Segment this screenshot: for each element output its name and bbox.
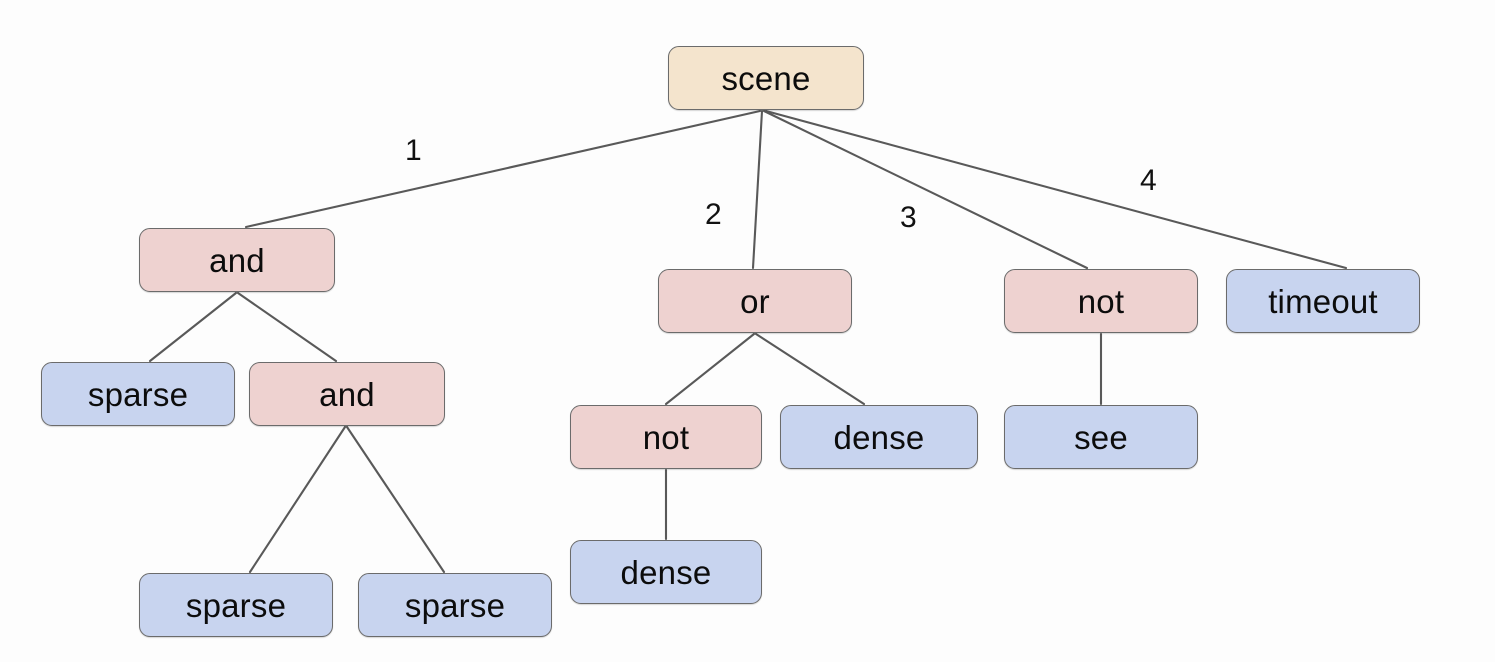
tree-node-sparse3[interactable]: sparse	[358, 573, 552, 637]
tree-node-dense2[interactable]: dense	[570, 540, 762, 604]
tree-edge	[762, 109, 1089, 270]
tree-node-dense1[interactable]: dense	[780, 405, 978, 469]
tree-node-and2[interactable]: and	[249, 362, 445, 426]
tree-edge	[764, 109, 1348, 270]
tree-node-scene[interactable]: scene	[668, 46, 864, 110]
tree-edge	[754, 332, 866, 406]
tree-edge	[751, 109, 764, 270]
tree-edge	[244, 109, 762, 229]
tree-edge	[236, 291, 338, 363]
tree-node-or1[interactable]: or	[658, 269, 852, 333]
tree-node-not2[interactable]: not	[570, 405, 762, 469]
edge-label-2: 2	[705, 198, 722, 231]
tree-edge	[345, 425, 446, 574]
tree-node-and1[interactable]: and	[139, 228, 335, 292]
edge-label-1: 1	[405, 134, 422, 167]
tree-node-see[interactable]: see	[1004, 405, 1198, 469]
tree-node-sparse2[interactable]: sparse	[139, 573, 333, 637]
edge-label-4: 4	[1140, 164, 1157, 197]
edge-label-3: 3	[900, 201, 917, 234]
tree-node-not1[interactable]: not	[1004, 269, 1198, 333]
tree-node-sparse1[interactable]: sparse	[41, 362, 235, 426]
tree-edge	[248, 425, 347, 574]
tree-edge	[148, 291, 238, 363]
tree-edge	[664, 332, 756, 406]
tree-node-timeout[interactable]: timeout	[1226, 269, 1420, 333]
